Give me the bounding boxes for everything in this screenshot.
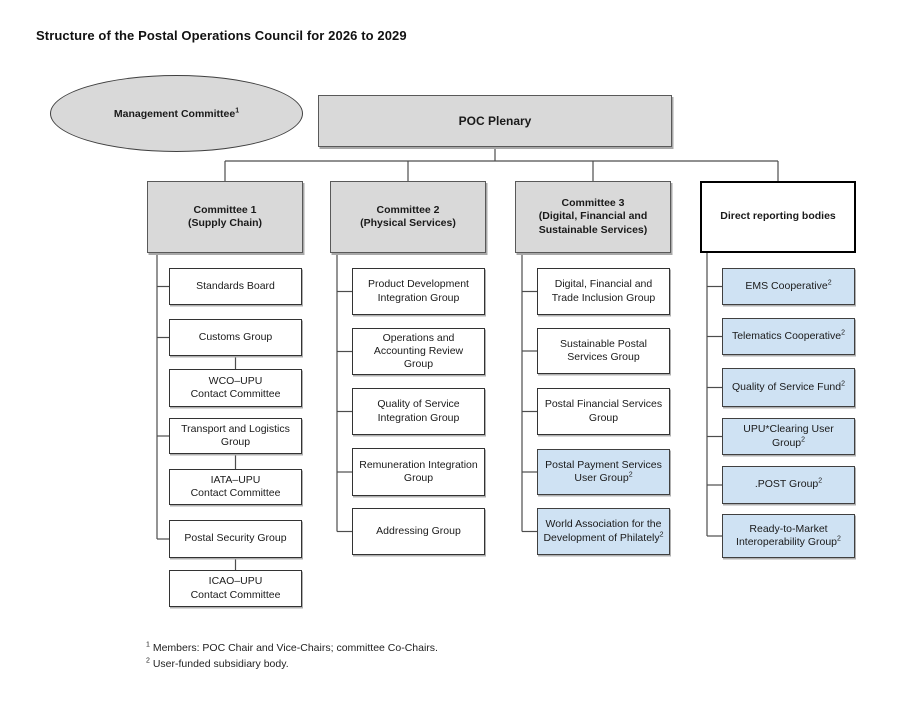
- org-node-label: Quality of Service Integration Group: [377, 398, 460, 424]
- org-node-label: Postal Payment Services User Group2: [545, 458, 662, 484]
- chart-title: Structure of the Postal Operations Counc…: [36, 28, 407, 43]
- org-node: Quality of Service Integration Group: [352, 388, 485, 435]
- org-node-label: Remuneration Integration Group: [359, 458, 478, 484]
- org-node: Standards Board: [169, 268, 302, 305]
- management-committee-label: Management Committee1: [113, 107, 240, 120]
- org-node: Quality of Service Fund2: [722, 368, 855, 407]
- org-node-label: Digital, Financial and Trade Inclusion G…: [551, 278, 656, 304]
- org-node: EMS Cooperative2: [722, 268, 855, 305]
- org-node: ICAO–UPU Contact Committee: [169, 570, 302, 607]
- org-node-label: Quality of Service Fund2: [731, 380, 846, 393]
- org-node-label: World Association for the Development of…: [543, 518, 664, 544]
- column-header-direct-reporting-bodies-label: Direct reporting bodies: [720, 210, 836, 223]
- org-node: IATA–UPU Contact Committee: [169, 469, 302, 505]
- org-node: World Association for the Development of…: [537, 508, 670, 555]
- org-node-label: Postal Financial Services Group: [544, 398, 663, 424]
- column-header-committee-1: Committee 1 (Supply Chain): [147, 181, 303, 253]
- org-node: UPU*Clearing User Group2: [722, 418, 855, 455]
- org-node-label: EMS Cooperative2: [745, 279, 832, 292]
- org-node: Postal Financial Services Group: [537, 388, 670, 435]
- org-node: Remuneration Integration Group: [352, 448, 485, 496]
- column-header-committee-2: Committee 2 (Physical Services): [330, 181, 486, 253]
- org-node-label: WCO–UPU Contact Committee: [190, 374, 281, 400]
- org-node-label: .POST Group2: [754, 477, 823, 491]
- org-node: Operations and Accounting Review Group: [352, 328, 485, 375]
- org-node: Postal Payment Services User Group2: [537, 449, 670, 495]
- org-node: Telematics Cooperative2: [722, 318, 855, 355]
- footnote: 2 User-funded subsidiary body.: [146, 657, 289, 671]
- org-node-label: Addressing Group: [376, 524, 461, 537]
- org-node: .POST Group2: [722, 466, 855, 504]
- column-header-committee-2-label: Committee 2 (Physical Services): [360, 203, 456, 229]
- org-node-label: Customs Group: [198, 330, 273, 343]
- org-node-label: Product Development Integration Group: [368, 278, 469, 304]
- org-node: Addressing Group: [352, 508, 485, 555]
- org-node: Ready-to-Market Interoperability Group2: [722, 514, 855, 558]
- management-committee-node: Management Committee1: [50, 75, 303, 152]
- column-header-committee-3-label: Committee 3 (Digital, Financial and Sust…: [538, 197, 648, 236]
- org-node: Customs Group: [169, 319, 302, 356]
- poc-plenary-label: POC Plenary: [458, 114, 532, 128]
- org-node: Postal Security Group: [169, 520, 302, 558]
- org-node-label: Transport and Logistics Group: [181, 422, 290, 448]
- org-node-label: Sustainable Postal Services Group: [560, 337, 647, 363]
- poc-plenary-node: POC Plenary: [318, 95, 672, 147]
- footnotes: 1 Members: POC Chair and Vice-Chairs; co…: [146, 640, 438, 673]
- org-node-label: Operations and Accounting Review Group: [373, 331, 464, 371]
- org-node: WCO–UPU Contact Committee: [169, 369, 302, 407]
- org-node: Product Development Integration Group: [352, 268, 485, 315]
- org-node-label: UPU*Clearing User Group2: [743, 423, 834, 449]
- column-header-direct-reporting-bodies: Direct reporting bodies: [700, 181, 856, 253]
- column-header-committee-3: Committee 3 (Digital, Financial and Sust…: [515, 181, 671, 253]
- org-node-label: Standards Board: [196, 279, 275, 292]
- org-node: Sustainable Postal Services Group: [537, 328, 670, 374]
- column-header-committee-1-label: Committee 1 (Supply Chain): [187, 203, 263, 229]
- org-node-label: Telematics Cooperative2: [731, 329, 846, 342]
- org-node: Digital, Financial and Trade Inclusion G…: [537, 268, 670, 315]
- org-node-label: Ready-to-Market Interoperability Group2: [736, 522, 841, 548]
- org-node: Transport and Logistics Group: [169, 418, 302, 454]
- org-node-label: IATA–UPU Contact Committee: [190, 473, 281, 499]
- org-node-label: Postal Security Group: [184, 532, 287, 545]
- org-node-label: ICAO–UPU Contact Committee: [190, 575, 281, 601]
- footnote: 1 Members: POC Chair and Vice-Chairs; co…: [146, 641, 438, 655]
